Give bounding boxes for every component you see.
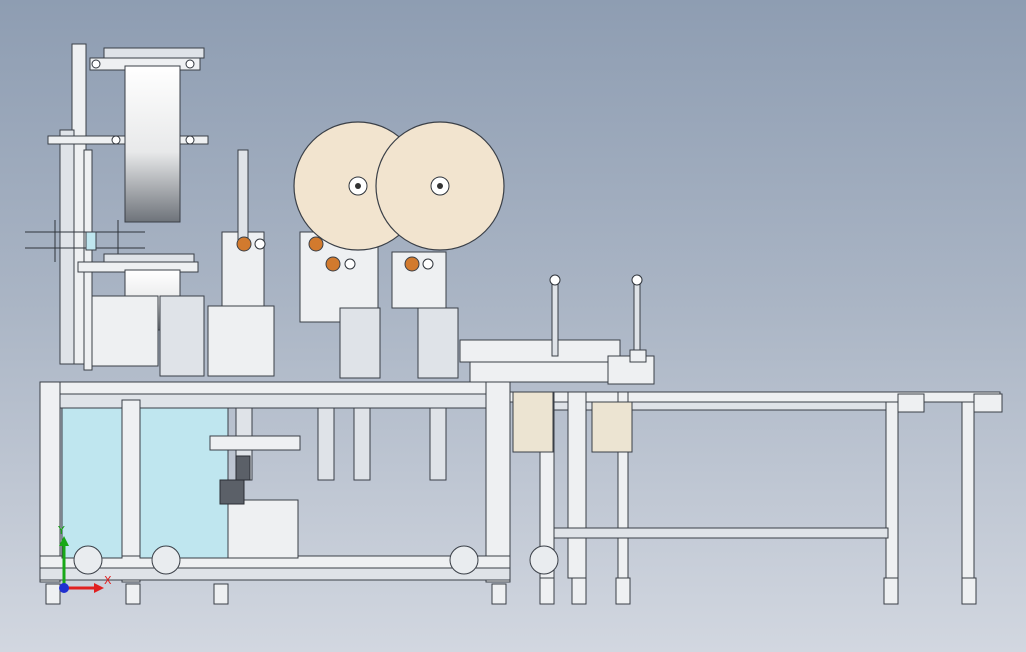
welding-stations xyxy=(91,149,459,505)
output-section xyxy=(459,274,655,385)
casters-and-feet xyxy=(45,545,977,605)
y-axis-label: Y xyxy=(57,524,65,537)
x-axis-label: X xyxy=(104,574,112,587)
upper-fabric-roll xyxy=(124,65,181,223)
conveyor-frame xyxy=(509,391,1003,579)
coordinate-triad: Y X xyxy=(57,524,112,593)
